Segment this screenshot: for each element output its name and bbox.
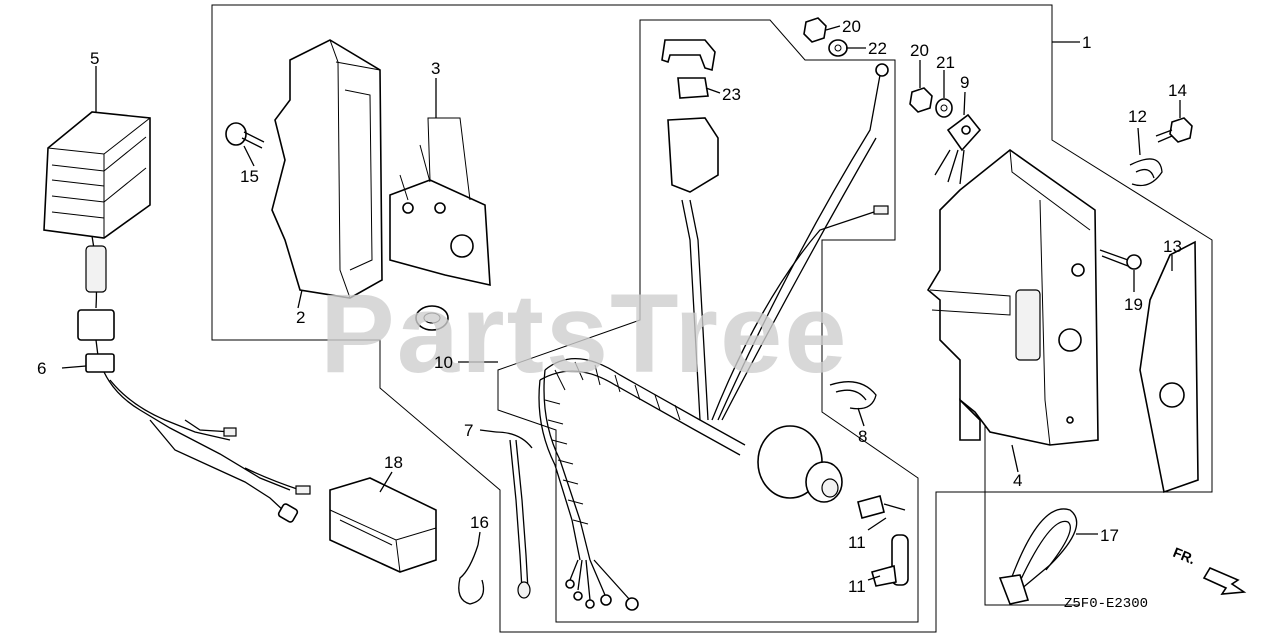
callout-15[interactable]: 15 (240, 167, 259, 186)
callout-12[interactable]: 12 (1128, 107, 1147, 126)
callout-19[interactable]: 19 (1124, 295, 1143, 314)
battery-pad-part[interactable] (329, 477, 437, 573)
callout-11-lower[interactable]: 11 (848, 577, 866, 596)
washer-part[interactable] (828, 39, 953, 118)
control-box-cover-part[interactable] (271, 39, 383, 299)
callout-13[interactable]: 13 (1163, 237, 1182, 256)
callout-4[interactable]: 4 (1013, 471, 1022, 490)
breaker-bracket-part[interactable] (389, 117, 491, 287)
callout-10[interactable]: 10 (434, 353, 453, 372)
assembly-boundary (211, 4, 1213, 633)
screw-part[interactable] (225, 122, 265, 149)
callout-11-upper[interactable]: 11 (848, 533, 866, 552)
sub-harness-part[interactable] (85, 353, 311, 523)
key-part[interactable] (857, 495, 909, 587)
panel-gasket-part[interactable] (1139, 240, 1199, 494)
callout-3[interactable]: 3 (431, 59, 440, 78)
ignition-switch-part[interactable] (757, 425, 843, 503)
callout-9[interactable]: 9 (960, 73, 969, 92)
cord-clamp-part[interactable] (1129, 158, 1163, 187)
callout-20-top[interactable]: 20 (842, 17, 861, 36)
callout-21[interactable]: 21 (936, 53, 955, 72)
callout-8[interactable]: 8 (858, 427, 867, 446)
ground-wire-part[interactable] (495, 431, 533, 599)
panel-boundary (984, 420, 1080, 606)
nut-part[interactable] (803, 17, 933, 113)
watermark: PartsTree (320, 271, 849, 396)
wire-harness-part[interactable] (538, 63, 889, 611)
leader-lines (61, 25, 1181, 581)
terminal-part[interactable] (934, 113, 982, 185)
cable-band-part[interactable] (998, 508, 1078, 605)
callout-7[interactable]: 7 (464, 421, 473, 440)
diagram-code: Z5F0-E2300 (1064, 596, 1148, 612)
callout-5[interactable]: 5 (90, 49, 99, 68)
callout-23[interactable]: 23 (722, 85, 741, 104)
front-label: FR. (1171, 544, 1198, 567)
callout-2[interactable]: 2 (296, 308, 305, 327)
callout-17[interactable]: 17 (1100, 526, 1119, 545)
callout-20-right[interactable]: 20 (910, 41, 929, 60)
grommet-part[interactable] (415, 305, 449, 331)
harness-clamp-part[interactable] (829, 381, 877, 410)
callout-1[interactable]: 1 (1082, 33, 1091, 52)
harness-boundary (497, 19, 919, 623)
callout-22[interactable]: 22 (868, 39, 887, 58)
callout-6[interactable]: 6 (37, 359, 46, 378)
control-panel-part[interactable] (926, 148, 1099, 446)
callout-14[interactable]: 14 (1168, 81, 1187, 100)
bolt-part[interactable] (1155, 117, 1193, 143)
fuse-part[interactable] (661, 39, 719, 193)
regulator-rectifier-part[interactable] (43, 111, 151, 357)
front-arrow-icon (1202, 566, 1247, 595)
callout-16[interactable]: 16 (470, 513, 489, 532)
callout-18[interactable]: 18 (384, 453, 403, 472)
wire-clip-part[interactable] (458, 544, 485, 605)
panel-screw-part[interactable] (1099, 249, 1142, 270)
